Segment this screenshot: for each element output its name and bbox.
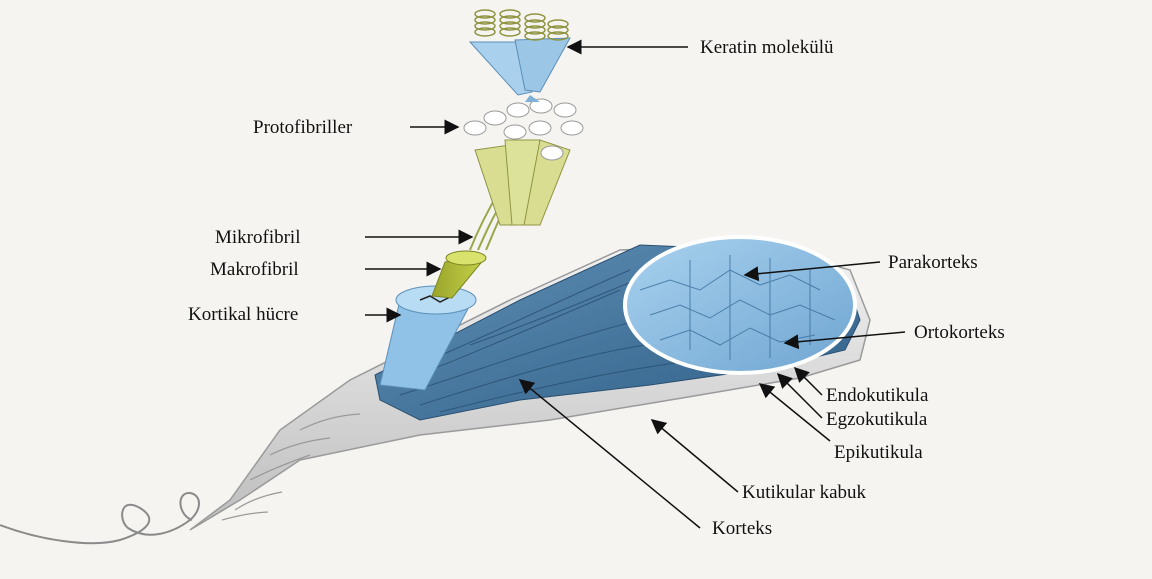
label-kutikular-kabuk: Kutikular kabuk [742, 483, 866, 502]
label-egzokutikula: Egzokutikula [826, 410, 927, 429]
label-endokutikula: Endokutikula [826, 386, 928, 405]
cross-section-face [625, 237, 855, 373]
label-epikutikula: Epikutikula [834, 443, 923, 462]
label-parakorteks: Parakorteks [888, 253, 978, 272]
label-mikrofibril: Mikrofibril [215, 228, 301, 247]
label-ortokorteks: Ortokorteks [914, 323, 1005, 342]
label-korteks: Korteks [712, 519, 772, 538]
label-protofibriller: Protofibriller [253, 118, 352, 137]
label-kortikal-hucre: Kortikal hücre [188, 305, 298, 324]
label-keratin-molekulu: Keratin molekülü [700, 38, 834, 57]
label-makrofibril: Makrofibril [210, 260, 299, 279]
